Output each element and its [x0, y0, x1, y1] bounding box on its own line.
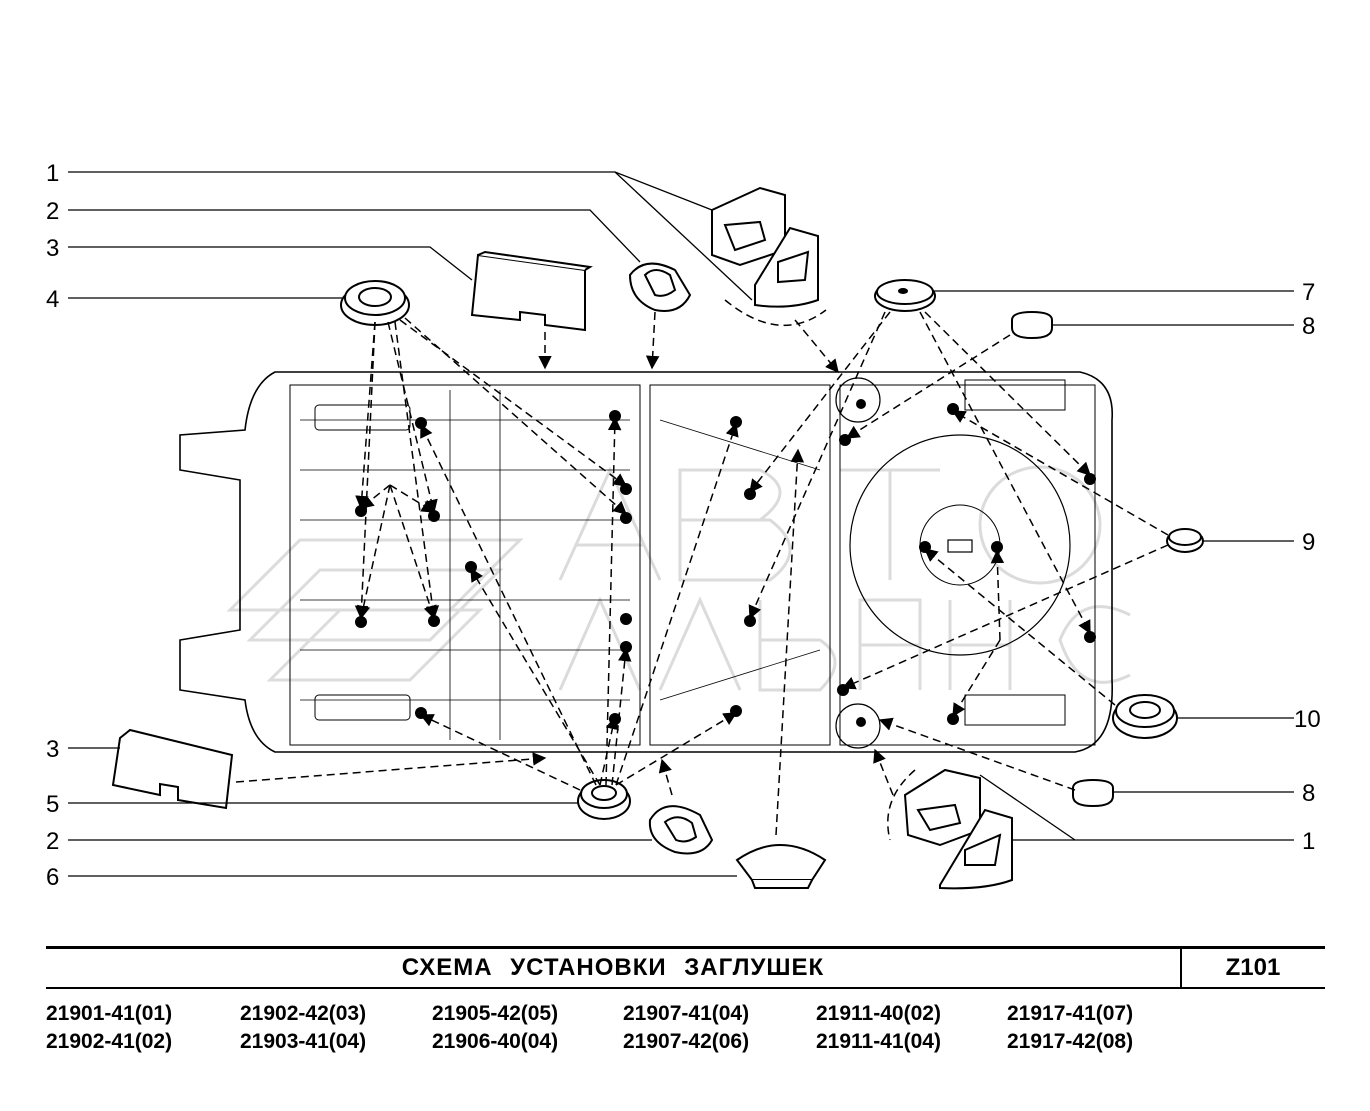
part-3-upper-icon — [470, 250, 593, 332]
callout-left-1: 1 — [46, 160, 59, 187]
callout-left-6: 6 — [46, 864, 59, 891]
model-code: 21903-41(04) — [240, 1030, 367, 1053]
car-floor-body — [179, 371, 1113, 753]
callout-right-8: 8 — [1302, 313, 1315, 340]
part-3-lower-icon — [111, 728, 234, 810]
plug-installation-diagram: 1 2 3 4 3 5 2 6 7 8 9 10 8 1 — [46, 160, 1321, 891]
model-code: 21917-42(08) — [1007, 1030, 1134, 1053]
part-1-arcs — [724, 299, 916, 841]
part-10-icon — [1112, 694, 1178, 739]
part-8-upper-icon — [1011, 310, 1053, 340]
watermark-logo — [226, 465, 1131, 692]
model-column-4: 21907-41(04) 21907-42(06) — [623, 1000, 749, 1056]
model-code: 21911-40(02) — [816, 1002, 941, 1025]
callout-left-2: 2 — [46, 198, 59, 225]
callout-right-8b: 8 — [1302, 780, 1315, 807]
model-code: 21907-42(06) — [623, 1030, 750, 1053]
model-column-1: 21901-41(01) 21902-41(02) — [46, 1000, 172, 1056]
callout-right-7: 7 — [1302, 279, 1315, 306]
callout-left-3b: 3 — [46, 736, 59, 763]
callout-left-3: 3 — [46, 235, 59, 262]
part-8-lower-icon — [1072, 778, 1114, 808]
plug-parts — [111, 186, 1204, 890]
footer-divider — [1180, 946, 1182, 989]
drawing-code: Z101 — [1225, 954, 1281, 981]
part-7-icon — [874, 279, 936, 312]
part-1-lower-icon — [903, 768, 1013, 890]
model-code: 21905-42(05) — [432, 1002, 559, 1025]
model-code: 21902-42(03) — [240, 1002, 367, 1025]
mounting-points — [355, 399, 1096, 727]
model-code: 21901-41(01) — [46, 1002, 173, 1025]
model-code: 21907-41(04) — [623, 1002, 750, 1025]
model-code: 21917-41(07) — [1007, 1002, 1134, 1025]
callout-left-2b: 2 — [46, 828, 59, 855]
part-5-icon — [577, 779, 631, 820]
callout-right-10: 10 — [1294, 706, 1321, 733]
assignment-arrows — [235, 311, 1169, 836]
part-1-upper-icon — [711, 186, 819, 308]
callout-right-9: 9 — [1302, 529, 1315, 556]
part-2-upper-icon — [628, 262, 692, 312]
callout-right-1: 1 — [1302, 828, 1315, 855]
part-9-icon — [1166, 528, 1204, 553]
part-4-icon — [340, 280, 410, 326]
model-column-2: 21902-42(03) 21903-41(04) — [240, 1000, 366, 1056]
part-6-icon — [735, 844, 827, 889]
drawing-title: СХЕМА УСТАНОВКИ ЗАГЛУШЕК — [401, 954, 825, 981]
model-code: 21902-41(02) — [46, 1030, 173, 1053]
model-code: 21911-41(04) — [816, 1030, 941, 1053]
leader-lines — [68, 171, 1294, 877]
callout-left-5: 5 — [46, 791, 59, 818]
callout-numbers: 1 2 3 4 3 5 2 6 7 8 9 10 8 1 — [46, 160, 1321, 891]
footer-top-rule — [46, 946, 1325, 949]
model-column-5: 21911-40(02) 21911-41(04) — [816, 1000, 941, 1056]
part-2-lower-icon — [648, 805, 714, 855]
model-column-3: 21905-42(05) 21906-40(04) — [432, 1000, 558, 1056]
model-column-6: 21917-41(07) 21917-42(08) — [1007, 1000, 1133, 1056]
callout-left-4: 4 — [46, 286, 59, 313]
model-code: 21906-40(04) — [432, 1030, 559, 1053]
footer-bottom-rule — [46, 987, 1325, 989]
